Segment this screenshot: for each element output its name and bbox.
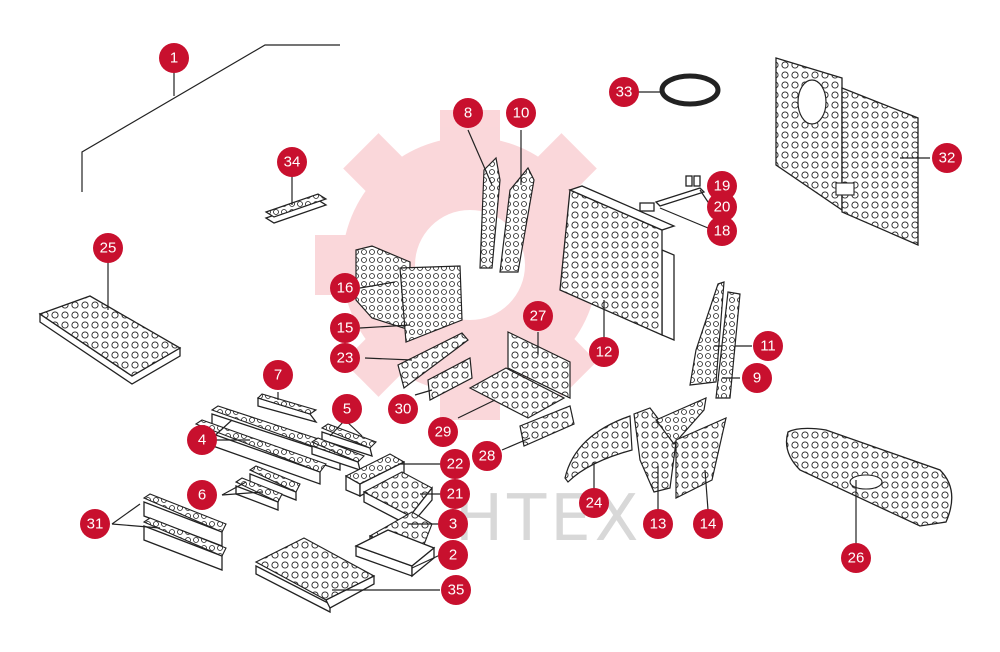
callout-12: 12 [589,337,619,367]
callout-14: 14 [693,509,723,539]
callout-19: 19 [707,171,737,201]
svg-text:35: 35 [448,582,465,599]
svg-text:28: 28 [479,448,496,465]
callout-8: 8 [453,98,483,128]
svg-text:24: 24 [586,495,603,512]
svg-text:1: 1 [170,50,178,67]
callout-4: 4 [187,425,217,455]
part-23 [364,332,469,390]
svg-text:21: 21 [447,486,464,503]
watermark-text: HTEX [455,482,643,556]
callout-27: 27 [523,301,553,331]
svg-text:34: 34 [284,154,301,171]
svg-text:27: 27 [530,308,547,325]
svg-text:23: 23 [337,350,354,367]
part-21 [362,471,440,528]
callout-6: 6 [187,480,217,510]
svg-text:26: 26 [848,550,865,567]
part-34 [264,175,328,224]
part-12-back-panel [559,185,676,341]
callout-28: 28 [472,441,502,471]
part-22 [344,453,440,498]
part-31 [111,493,227,571]
svg-text:4: 4 [198,432,206,449]
callout-9: 9 [742,363,772,393]
callout-35: 35 [441,575,471,605]
part-4-rails [194,405,347,485]
part-9 [715,291,741,399]
callout-34: 34 [277,147,307,177]
svg-text:11: 11 [760,338,776,355]
callout-21: 21 [440,479,470,509]
callout-15: 15 [330,313,360,343]
callout-1: 1 [159,43,189,73]
svg-text:14: 14 [700,516,717,533]
svg-text:13: 13 [650,516,667,533]
part-32-panel [775,57,930,246]
part-28 [501,405,575,451]
callout-18: 18 [707,216,737,246]
svg-text:5: 5 [343,401,351,418]
part-33-gasket [638,73,721,107]
svg-text:22: 22 [447,456,464,473]
callout-32: 32 [932,143,962,173]
part-26 [785,427,953,548]
part-35 [254,537,440,614]
callout-25: 25 [93,233,123,263]
part-24 [564,415,633,490]
part-27 [507,331,571,399]
svg-text:15: 15 [337,320,354,337]
svg-text:3: 3 [449,516,457,533]
svg-text:29: 29 [435,424,452,441]
callout-16: 16 [330,273,360,303]
parts-18-19-20 [639,175,711,229]
part-25 [38,262,182,385]
svg-text:31: 31 [87,516,104,533]
svg-text:19: 19 [714,178,731,195]
callout-5: 5 [332,394,362,424]
callout-23: 23 [330,343,360,373]
part-15 [359,265,463,343]
part-5 [310,419,377,471]
callout-29: 29 [428,417,458,447]
svg-text:6: 6 [198,487,206,504]
callout-13: 13 [643,509,673,539]
svg-text:10: 10 [513,105,530,122]
callout-20: 20 [707,192,737,222]
svg-text:18: 18 [714,223,731,240]
part-11 [689,281,752,386]
callout-31: 31 [80,509,110,539]
svg-text:8: 8 [464,105,472,122]
svg-text:16: 16 [337,280,354,297]
svg-text:30: 30 [395,401,412,418]
callout-3: 3 [438,509,468,539]
callout-26: 26 [841,543,871,573]
callout-30: 30 [388,394,418,424]
part-30 [414,357,473,401]
part-14 [655,397,727,511]
part-2 [354,529,441,578]
svg-text:20: 20 [714,199,731,216]
svg-text:32: 32 [939,150,956,167]
callout-24: 24 [579,488,609,518]
callout-22: 22 [440,449,470,479]
part-29 [457,367,566,419]
part-10 [499,130,535,273]
callout-10: 10 [506,98,536,128]
svg-text:7: 7 [274,367,282,384]
callout-11: 11 [753,331,783,361]
part-7 [256,392,318,424]
svg-text:33: 33 [616,84,633,101]
svg-text:12: 12 [596,344,613,361]
callout-2: 2 [438,540,468,570]
callout-7: 7 [263,360,293,390]
svg-text:25: 25 [100,240,117,257]
callout-33: 33 [609,77,639,107]
part-8 [467,129,501,269]
svg-text:9: 9 [753,370,761,387]
svg-text:2: 2 [449,547,457,564]
part-6 [221,465,301,511]
